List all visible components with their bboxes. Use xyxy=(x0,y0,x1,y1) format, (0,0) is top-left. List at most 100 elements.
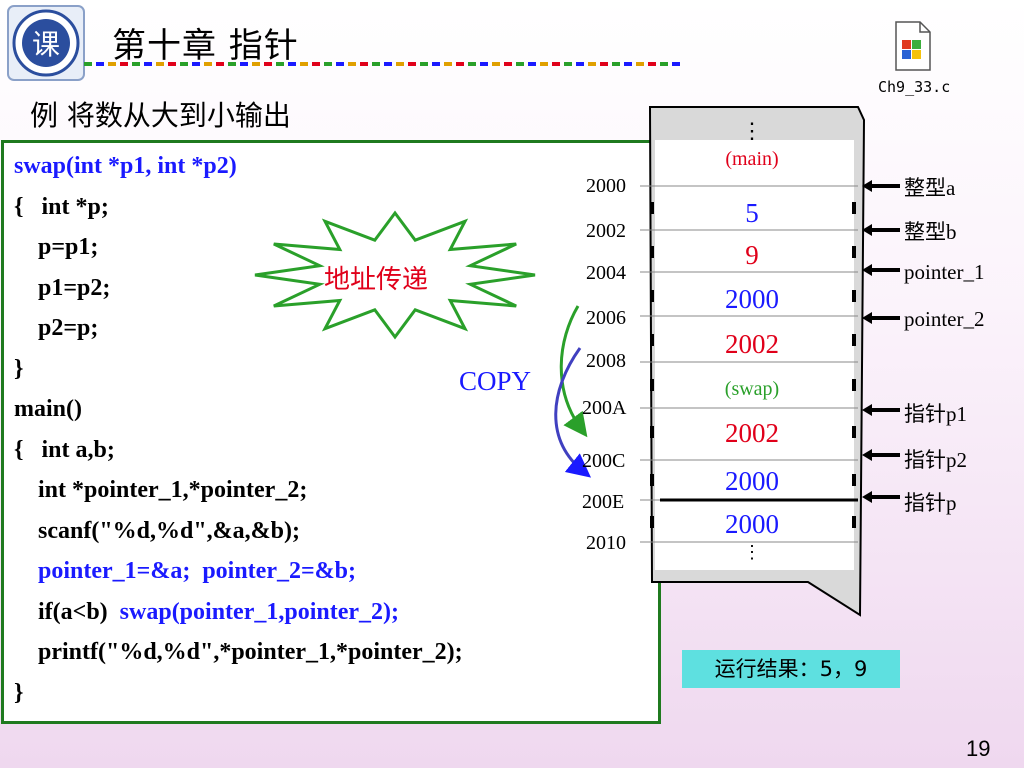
memory-diagram xyxy=(640,106,900,617)
dot xyxy=(528,62,536,66)
dot xyxy=(84,62,92,66)
dot xyxy=(204,62,212,66)
dot xyxy=(492,62,500,66)
tick-mark xyxy=(650,379,654,391)
dot xyxy=(600,62,608,66)
dot xyxy=(636,62,644,66)
copy-arrow-green xyxy=(559,305,588,438)
code-token: p2=p; xyxy=(14,315,99,341)
tick-mark xyxy=(852,290,856,302)
dot xyxy=(276,62,284,66)
page-number: 19 xyxy=(966,736,991,761)
dot xyxy=(300,62,308,66)
ellipsis-top: ⋮ xyxy=(741,118,763,143)
dot xyxy=(348,62,356,66)
code-line: int *pointer_1,*pointer_2; xyxy=(14,477,307,504)
dot xyxy=(612,62,620,66)
code-line: p1=p2; xyxy=(14,275,110,302)
dot xyxy=(552,62,560,66)
starburst-shape xyxy=(254,210,536,340)
tick-mark xyxy=(852,334,856,346)
copy-arrow-blue xyxy=(554,347,592,478)
logo-glyph: 课 xyxy=(32,28,60,61)
dot xyxy=(384,62,392,66)
example-heading: 例 将数从大到小输出 xyxy=(30,99,291,132)
label-arrowhead xyxy=(862,224,872,236)
code-token: p1=p2; xyxy=(14,274,111,301)
address-label: 2008 xyxy=(586,350,626,372)
dot xyxy=(588,62,596,66)
dot xyxy=(132,62,140,66)
cell-value: 2000 xyxy=(725,509,779,539)
code-token: scanf("%d,%d",&a,&b); xyxy=(14,517,300,544)
c-file-icon[interactable] xyxy=(892,20,932,72)
dot xyxy=(216,62,224,66)
cell-value: 5 xyxy=(745,198,759,228)
dot xyxy=(168,62,176,66)
dot xyxy=(252,62,260,66)
code-line: printf("%d,%d",*pointer_1,*pointer_2); xyxy=(14,639,463,666)
dot xyxy=(396,62,404,66)
dot xyxy=(156,62,164,66)
copy-arrows xyxy=(554,305,592,478)
dot xyxy=(516,62,524,66)
code-line: } xyxy=(14,356,23,383)
address-label: 2000 xyxy=(586,175,626,197)
code-token: { int *p; xyxy=(14,193,109,220)
dot xyxy=(96,62,104,66)
cell-value: 9 xyxy=(745,240,759,270)
code-line: p=p1; xyxy=(14,234,98,261)
address-label: 2002 xyxy=(586,220,626,242)
dot xyxy=(180,62,188,66)
dot xyxy=(360,62,368,66)
tick-mark xyxy=(852,516,856,528)
code-line: pointer_1=&a; pointer_2=&b; xyxy=(14,558,356,585)
dot xyxy=(432,62,440,66)
dot xyxy=(288,62,296,66)
school-logo-icon: 课 xyxy=(7,5,85,81)
tick-mark xyxy=(650,516,654,528)
dot xyxy=(444,62,452,66)
tick-mark xyxy=(650,426,654,438)
tick-mark xyxy=(852,426,856,438)
address-label: 200E xyxy=(582,491,625,513)
label-arrowhead xyxy=(862,312,872,324)
dot xyxy=(468,62,476,66)
code-line: { int a,b; xyxy=(14,437,115,464)
address-label: 200A xyxy=(582,397,627,419)
run-result-box: 运行结果：5，9 xyxy=(682,650,900,688)
page-title: 第十章 指针 xyxy=(112,26,299,66)
label-arrowhead xyxy=(862,180,872,192)
code-token: swap(pointer_1,pointer_2); xyxy=(119,598,399,625)
tick-mark xyxy=(650,246,654,258)
label-arrowhead xyxy=(862,264,872,276)
dot xyxy=(576,62,584,66)
dot xyxy=(312,62,320,66)
memory-label: 指针p xyxy=(904,491,957,515)
code-token: int *pointer_1,*pointer_2; xyxy=(14,477,308,503)
cell-value: 2000 xyxy=(725,284,779,314)
dot xyxy=(420,62,428,66)
dot xyxy=(108,62,116,66)
code-token: pointer_1=&a; pointer_2=&b; xyxy=(14,558,356,584)
dot xyxy=(264,62,272,66)
label-arrowhead xyxy=(862,404,872,416)
tick-mark xyxy=(852,202,856,214)
dot xyxy=(564,62,572,66)
code-line: { int *p; xyxy=(14,194,109,221)
dot xyxy=(648,62,656,66)
dot xyxy=(624,62,632,66)
cell-value: 2002 xyxy=(725,418,779,448)
dot xyxy=(336,62,344,66)
dot xyxy=(672,62,680,66)
code-token: p=p1; xyxy=(14,234,99,260)
dot xyxy=(660,62,668,66)
ellipsis-bottom: ⋮ xyxy=(743,542,761,562)
dot xyxy=(540,62,548,66)
cell-value: 2002 xyxy=(725,329,779,359)
dot xyxy=(120,62,128,66)
code-token: printf("%d,%d",*pointer_1,*pointer_2); xyxy=(14,639,463,665)
file-label[interactable]: Ch9_33.c xyxy=(878,78,951,96)
code-token: main() xyxy=(14,396,82,422)
code-line: p2=p; xyxy=(14,315,98,342)
